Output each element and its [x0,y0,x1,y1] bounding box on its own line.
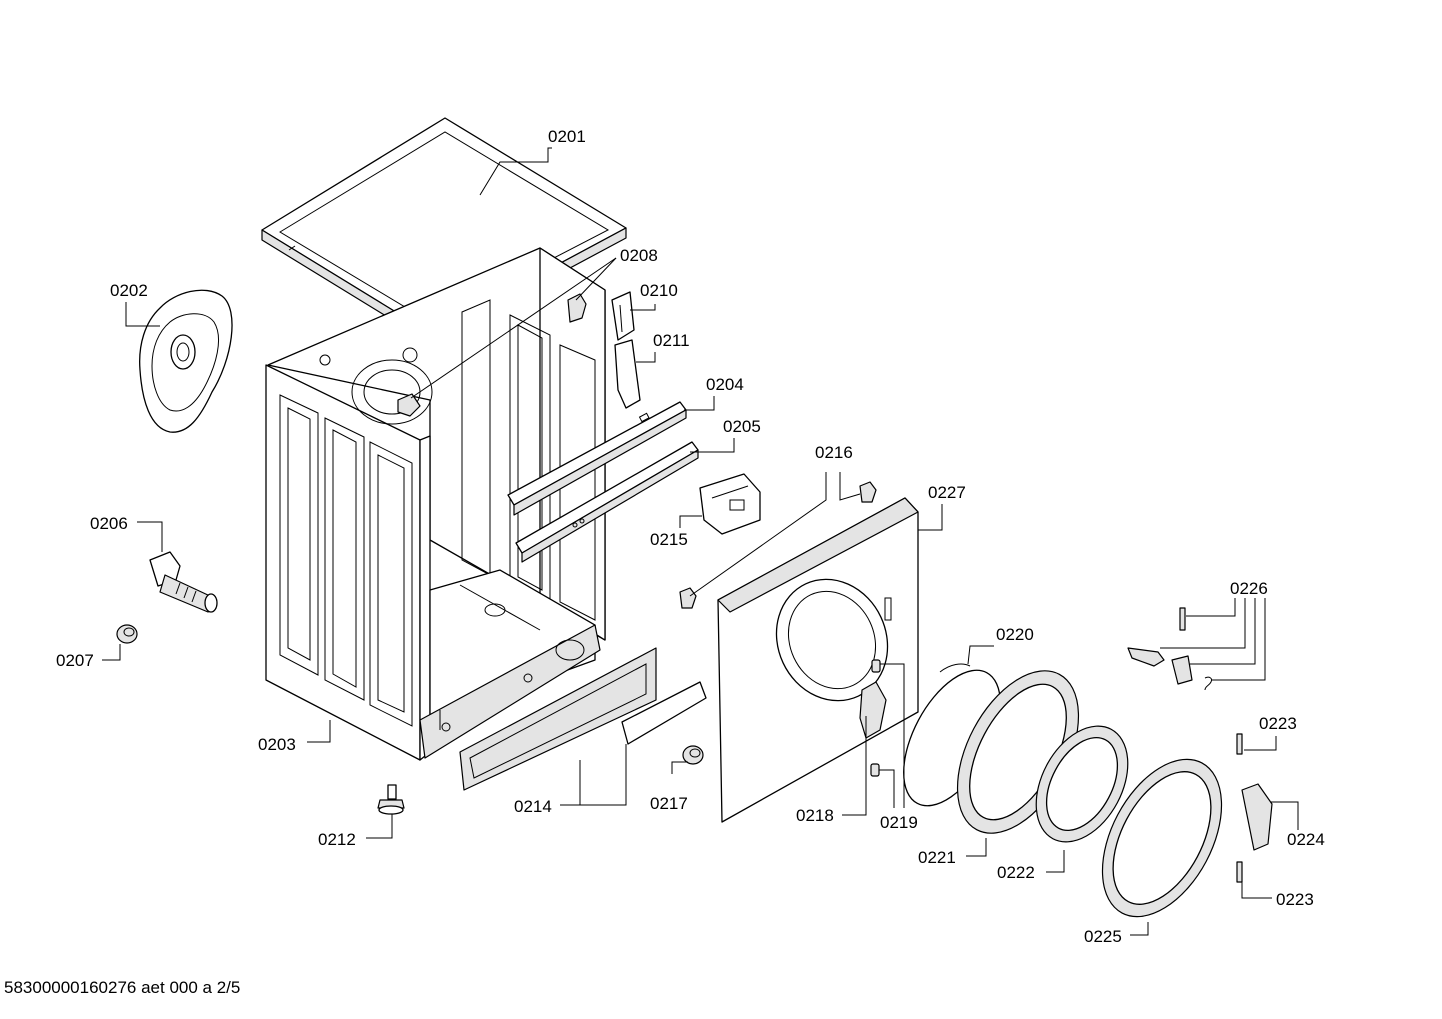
lower-rail-part [515,441,699,563]
label-0223-upper: 0223 [1259,714,1297,733]
label-0217: 0217 [650,794,688,813]
label-0215: 0215 [650,530,688,549]
label-0208: 0208 [620,246,658,265]
front-panel-part [717,497,919,823]
label-0211: 0211 [653,331,690,350]
outer-door-ring-part [1101,758,1223,918]
label-0212: 0212 [318,830,356,849]
label-0201: 0201 [548,127,586,146]
bracket-part [611,291,635,341]
side-bracket-part [614,339,641,409]
label-0223-lower: 0223 [1276,890,1314,909]
document-id: 58300000160276 aet 000 a 2/5 [4,978,241,997]
hinge-set-parts [1127,607,1212,691]
label-0205: 0205 [723,417,761,436]
kickplate-part [459,647,707,791]
hinge-clip-parts [679,481,877,609]
leader-lines [102,147,1299,936]
label-0227: 0227 [928,483,966,502]
label-0202: 0202 [110,281,148,300]
hook-parts [397,293,587,417]
label-0216: 0216 [815,443,853,462]
door-handle-part [1241,783,1273,851]
knob-part [682,745,704,765]
cabinet-part [265,247,606,761]
cap-part [116,624,138,644]
label-0214: 0214 [514,797,552,816]
label-0210: 0210 [640,281,678,300]
label-0207: 0207 [56,651,94,670]
label-0225: 0225 [1084,927,1122,946]
pump-filter-part [149,551,218,613]
door-lock-part [699,473,761,535]
label-0226: 0226 [1230,579,1268,598]
rear-panel-part [139,289,233,433]
label-0221: 0221 [918,848,956,867]
door-pin-parts [1236,733,1243,883]
label-0218: 0218 [796,806,834,825]
label-0203: 0203 [258,735,296,754]
label-0206: 0206 [90,514,128,533]
label-0224: 0224 [1287,830,1325,849]
label-0222: 0222 [997,863,1035,882]
upper-rail-part [507,401,687,516]
foot-part [377,784,405,815]
door-bowl-part [1035,725,1129,843]
part-labels: 0201 0202 0203 0204 0205 0206 0207 0208 … [56,127,1325,946]
label-0220: 0220 [996,625,1034,644]
label-0204: 0204 [706,375,744,394]
label-0219: 0219 [880,813,918,832]
pin-parts [870,659,881,777]
